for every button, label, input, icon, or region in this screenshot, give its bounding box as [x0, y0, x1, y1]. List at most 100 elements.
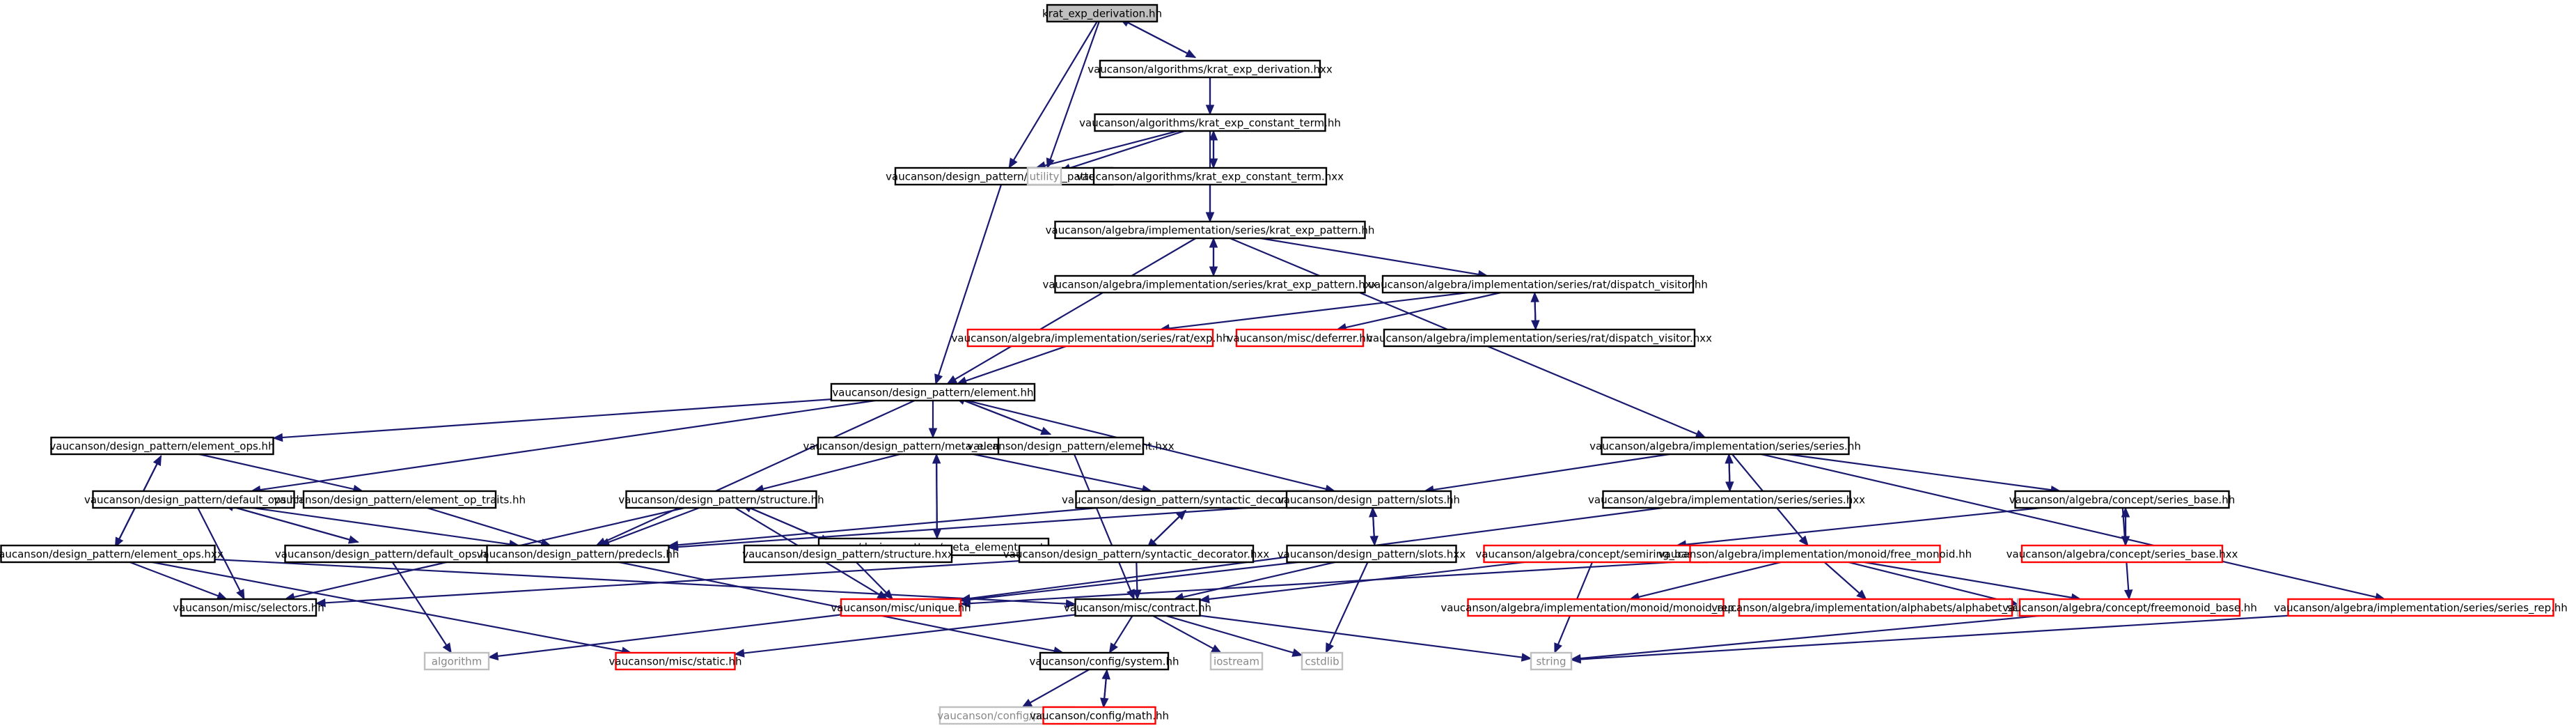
- node-krat-exp-derivation-hh[interactable]: krat_exp_derivation.hh: [1042, 3, 1162, 23]
- edge-arrowhead: [734, 649, 745, 658]
- node-vaucanson-algebra-implementation-series-rat-dispatch-visitor-hh[interactable]: vaucanson/algebra/implementation/series/…: [1368, 274, 1708, 294]
- node-vaucanson-algebra-implementation-monoid-monoid-rep-hh[interactable]: vaucanson/algebra/implementation/monoid/…: [1440, 598, 1751, 617]
- node-vaucanson-design-pattern-element-op-traits-hh[interactable]: vaucanson/design_pattern/element_op_trai…: [274, 490, 526, 509]
- dependency-edge-n29-n21: [1147, 509, 1187, 549]
- node-box: [1042, 706, 1156, 725]
- dependency-edge-n41-n47: [1570, 614, 2288, 664]
- node-label: vaucanson/config/math.hh: [1030, 710, 1169, 722]
- node-vaucanson-design-pattern-element-hxx[interactable]: vaucanson/design_pattern/element.hxx: [967, 436, 1175, 456]
- node-label: vaucanson/misc/deferrer.hh: [1227, 332, 1373, 345]
- node-utility[interactable]: utility: [1026, 166, 1062, 186]
- edge-line: [743, 614, 1076, 654]
- node-vaucanson-config-system-hh[interactable]: vaucanson/config/system.hh: [1029, 651, 1179, 671]
- node-vaucanson-misc-selectors-hh[interactable]: vaucanson/misc/selectors.hh: [173, 598, 324, 617]
- node-box: [1099, 59, 1321, 79]
- node-vaucanson-algebra-implementation-series-krat-exp-pattern-hxx[interactable]: vaucanson/algebra/implementation/series/…: [1043, 274, 1378, 294]
- node-vaucanson-design-pattern-structure-hxx[interactable]: vaucanson/design_pattern/structure.hxx: [742, 544, 954, 564]
- node-vaucanson-algorithms-krat-exp-derivation-hxx[interactable]: vaucanson/algorithms/krat_exp_derivation…: [1087, 59, 1333, 79]
- dependency-edge-n1-n0: [1119, 17, 1196, 59]
- edge-arrowhead: [236, 589, 245, 601]
- node-vaucanson-algebra-implementation-series-series-hh[interactable]: vaucanson/algebra/implementation/series/…: [1589, 436, 1861, 456]
- node-vaucanson-design-pattern-syntactic-decorator-hh[interactable]: vaucanson/design_pattern/syntactic_decor…: [1062, 490, 1322, 509]
- node-vaucanson-design-pattern-slots-hh[interactable]: vaucanson/design_pattern/slots.hh: [1278, 490, 1460, 509]
- dependency-edge-n28-n19: [741, 504, 831, 543]
- node-vaucanson-algebra-concept-series-base-hxx[interactable]: vaucanson/algebra/concept/series_base.hx…: [2006, 544, 2238, 564]
- node-box: [1054, 220, 1366, 240]
- node-cstdlib[interactable]: cstdlib: [1301, 651, 1344, 671]
- node-vaucanson-algorithms-krat-exp-constant-term-hh[interactable]: vaucanson/algorithms/krat_exp_constant_t…: [1079, 113, 1341, 132]
- node-string[interactable]: string: [1530, 651, 1573, 671]
- node-box: [997, 436, 1145, 456]
- node-label: vaucanson/algebra/implementation/series/…: [1588, 494, 1865, 506]
- edge-arrowhead: [934, 373, 943, 385]
- node-iostream[interactable]: iostream: [1209, 651, 1264, 671]
- node-box: [1602, 490, 1851, 509]
- node-vaucanson-algebra-implementation-series-rat-dispatch-visitor-hxx[interactable]: vaucanson/algebra/implementation/series/…: [1367, 328, 1712, 348]
- node-vaucanson-design-pattern-default-ops-hh[interactable]: vaucanson/design_pattern/default_ops.hh: [84, 490, 303, 509]
- node-vaucanson-misc-deferrer-hh[interactable]: vaucanson/misc/deferrer.hh: [1227, 328, 1373, 348]
- node-label: cstdlib: [1305, 656, 1339, 668]
- dependency-edge-n49-n44: [1101, 669, 1110, 708]
- dependency-edge-n2-n3: [1035, 130, 1179, 170]
- dependency-edge-n25-n36: [214, 558, 1076, 608]
- node-vaucanson-algorithms-krat-exp-constant-term-hxx[interactable]: vaucanson/algorithms/krat_exp_constant_t…: [1076, 166, 1344, 186]
- edge-line: [1049, 21, 1100, 161]
- node-label: vaucanson/algebra/implementation/series/…: [1367, 332, 1712, 346]
- node-vaucanson-algebra-implementation-alphabets-alphabet-set-hh[interactable]: vaucanson/algebra/implementation/alphabe…: [1711, 598, 2040, 617]
- node-vaucanson-config-math-hh[interactable]: vaucanson/config/math.hh: [1030, 706, 1169, 725]
- node-box: [830, 382, 1036, 402]
- edge-line: [1147, 516, 1181, 549]
- edge-line: [963, 399, 1051, 435]
- node-vaucanson-design-pattern-default-ops-hxx[interactable]: vaucanson/design_pattern/default_ops.hxx: [275, 544, 499, 564]
- edge-arrowhead: [1209, 237, 1218, 248]
- edge-arrowhead: [315, 598, 326, 607]
- node-box: [2014, 490, 2230, 509]
- dependency-edge-n32-n37: [1628, 561, 1782, 601]
- edge-line: [1848, 561, 2010, 603]
- node-vaucanson-design-pattern-slots-hxx[interactable]: vaucanson/design_pattern/slots.hxx: [1278, 544, 1466, 564]
- node-label: vaucanson/algebra/implementation/monoid/…: [1658, 548, 1972, 562]
- node-vaucanson-design-pattern-element-ops-hh[interactable]: vaucanson/design_pattern/element_ops.hh: [49, 436, 275, 456]
- edge-line: [198, 453, 355, 490]
- node-vaucanson-algebra-implementation-series-series-hxx[interactable]: vaucanson/algebra/implementation/series/…: [1588, 490, 1865, 509]
- edge-line: [677, 504, 1287, 548]
- edge-line: [1012, 21, 1098, 162]
- dependency-edge-n2-n4: [1060, 130, 1185, 173]
- node-vaucanson-algebra-concept-freemonoid-base-hh[interactable]: vaucanson/algebra/concept/freemonoid_bas…: [2002, 598, 2257, 617]
- dependency-edge-n32-n38: [1823, 562, 1867, 600]
- edge-line: [1073, 454, 1132, 592]
- edge-arrowhead: [1133, 589, 1142, 601]
- node-vaucanson-misc-unique-hh[interactable]: vaucanson/misc/unique.hh: [831, 598, 971, 617]
- node-vaucanson-design-pattern-structure-hh[interactable]: vaucanson/design_pattern/structure.hh: [618, 490, 824, 509]
- node-vaucanson-algebra-implementation-series-rat-exp-hh[interactable]: vaucanson/algebra/implementation/series/…: [952, 328, 1230, 348]
- node-vaucanson-algebra-implementation-series-krat-exp-pattern-hh[interactable]: vaucanson/algebra/implementation/series/…: [1046, 220, 1375, 240]
- node-vaucanson-algebra-concept-series-base-hh[interactable]: vaucanson/algebra/concept/series_base.hh: [2009, 490, 2235, 509]
- node-vaucanson-misc-static-hh[interactable]: vaucanson/misc/static.hh: [609, 651, 742, 671]
- node-box: [1601, 436, 1850, 456]
- node-algorithm[interactable]: algorithm: [423, 651, 490, 671]
- node-label: vaucanson/design_pattern/element_op_trai…: [274, 494, 526, 507]
- edge-arrowhead: [1205, 212, 1215, 223]
- edge-line: [1579, 614, 2288, 660]
- node-vaucanson-misc-contract-hh[interactable]: vaucanson/misc/contract.hh: [1064, 598, 1211, 617]
- node-label: vaucanson/design_pattern/element.hh: [832, 387, 1033, 400]
- node-vaucanson-algebra-concept-semiring-base-hh[interactable]: vaucanson/algebra/concept/semiring_base.…: [1475, 544, 1716, 564]
- edge-line: [427, 506, 543, 544]
- dependency-edge-n6-n8: [1260, 237, 1489, 279]
- edge-line: [1579, 614, 2040, 660]
- dependency-edge-n44-n48: [1021, 669, 1090, 708]
- edge-arrowhead: [1291, 648, 1303, 657]
- dependency-edge-n30-n46: [1325, 562, 1369, 654]
- node-vaucanson-design-pattern-element-ops-hxx[interactable]: vaucanson/design_pattern/element_ops.hxx: [0, 544, 223, 564]
- edge-arrowhead: [1798, 535, 1809, 546]
- node-vaucanson-algebra-implementation-monoid-free-monoid-hh[interactable]: vaucanson/algebra/implementation/monoid/…: [1658, 544, 1972, 564]
- node-label: vaucanson/algebra/implementation/alphabe…: [1711, 602, 2040, 615]
- node-vaucanson-design-pattern-predecls-hh[interactable]: vaucanson/design_pattern/predecls.hh: [477, 544, 680, 564]
- node-label: vaucanson/misc/static.hh: [609, 656, 742, 668]
- node-vaucanson-design-pattern-syntactic-decorator-hxx[interactable]: vaucanson/design_pattern/syntactic_decor…: [1003, 544, 1269, 564]
- node-vaucanson-design-pattern-design-pattern-hh[interactable]: vaucanson/design_pattern/design_pattern.…: [886, 166, 1122, 186]
- dependency-edge-n14-n21: [973, 453, 1153, 494]
- node-box: [743, 544, 953, 564]
- node-vaucanson-design-pattern-element-hh[interactable]: vaucanson/design_pattern/element.hh: [830, 382, 1036, 402]
- node-vaucanson-algebra-implementation-series-series-rep-hh[interactable]: vaucanson/algebra/implementation/series/…: [2274, 598, 2568, 617]
